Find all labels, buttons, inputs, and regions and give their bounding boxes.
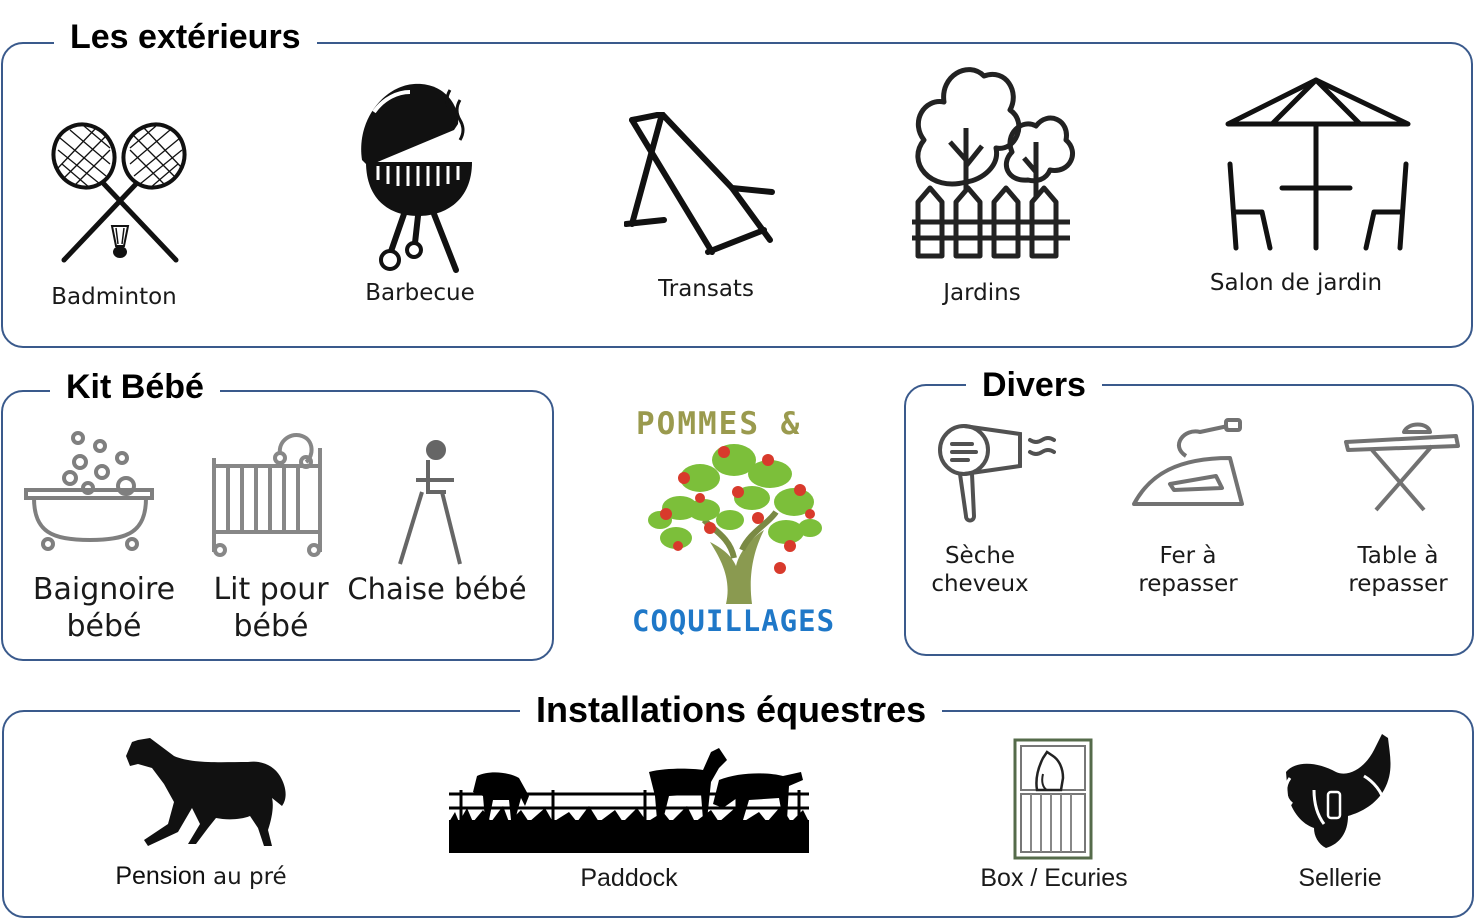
logo: POMMES & COQUILLAGES	[620, 400, 848, 640]
section-title-kit-bebe: Kit Bébé	[50, 370, 220, 404]
baby-bath-label-line2: bébé	[66, 608, 142, 644]
apple-tree-icon	[648, 444, 822, 604]
high-chair-icon	[398, 440, 462, 565]
iron-label-line1: Fer à	[1159, 543, 1217, 569]
section-exterieurs	[1, 42, 1473, 348]
section-divers	[904, 384, 1474, 656]
baby-bath-label-line1: Baignoire	[32, 572, 176, 607]
barbecue-label: Barbecue	[365, 280, 475, 306]
logo-title-bottom: COQUILLAGES	[632, 604, 836, 638]
section-kit-bebe	[1, 390, 554, 661]
ironing-board-icon	[1344, 422, 1460, 512]
patio-set-icon	[1225, 77, 1411, 251]
garden-icon	[912, 67, 1075, 259]
high-chair-label: Chaise bébé	[347, 572, 527, 606]
salon-de-jardin-label: Salon de jardin	[1209, 270, 1383, 296]
iron-label: Fer à repasser	[1108, 542, 1268, 598]
crib-label-line2: bébé	[233, 608, 309, 644]
pension-label-a: Pension	[115, 862, 206, 890]
saddle-icon	[1284, 734, 1391, 848]
sellerie-label: Sellerie	[1298, 864, 1382, 892]
hair-dryer-label: Sèche cheveux	[900, 542, 1060, 598]
paddock-icon	[449, 748, 809, 853]
jardins-label: Jardins	[943, 280, 1021, 306]
crib-icon	[212, 433, 322, 557]
paddock-label: Paddock	[580, 864, 678, 892]
hair-dryer-icon	[938, 424, 1056, 523]
iron-icon	[1132, 418, 1244, 506]
deckchair-icon	[624, 112, 775, 255]
stable-box-icon	[1013, 738, 1093, 860]
baby-bath-icon	[24, 431, 154, 551]
barbecue-icon	[361, 83, 472, 273]
badminton-label: Badminton	[51, 284, 177, 310]
badminton-icon	[51, 122, 187, 263]
horse-icon	[126, 738, 286, 846]
transats-label: Transats	[658, 276, 754, 302]
hair-dryer-label-line2: cheveux	[931, 571, 1029, 598]
hair-dryer-label-line1: Sèche	[944, 543, 1016, 569]
crib-label: Lit pour bébé	[196, 572, 346, 645]
ironing-board-label-line2: repasser	[1348, 571, 1448, 598]
section-title-exterieurs: Les extérieurs	[54, 20, 317, 54]
stable-box-label: Box / Ecuries	[980, 864, 1128, 892]
ironing-board-label-line1: Table à	[1357, 543, 1439, 569]
pension-label: Pension au pré	[96, 862, 306, 891]
baby-bath-label: Baignoire bébé	[14, 572, 194, 645]
section-title-equestre: Installations équestres	[520, 692, 943, 728]
iron-label-line2: repasser	[1138, 571, 1238, 598]
crib-label-line1: Lit pour	[213, 572, 329, 607]
logo-title-top: POMMES &	[636, 406, 802, 442]
pension-label-b: au pré	[205, 864, 287, 890]
section-title-divers: Divers	[966, 368, 1102, 402]
ironing-board-label: Table à repasser	[1318, 542, 1475, 598]
